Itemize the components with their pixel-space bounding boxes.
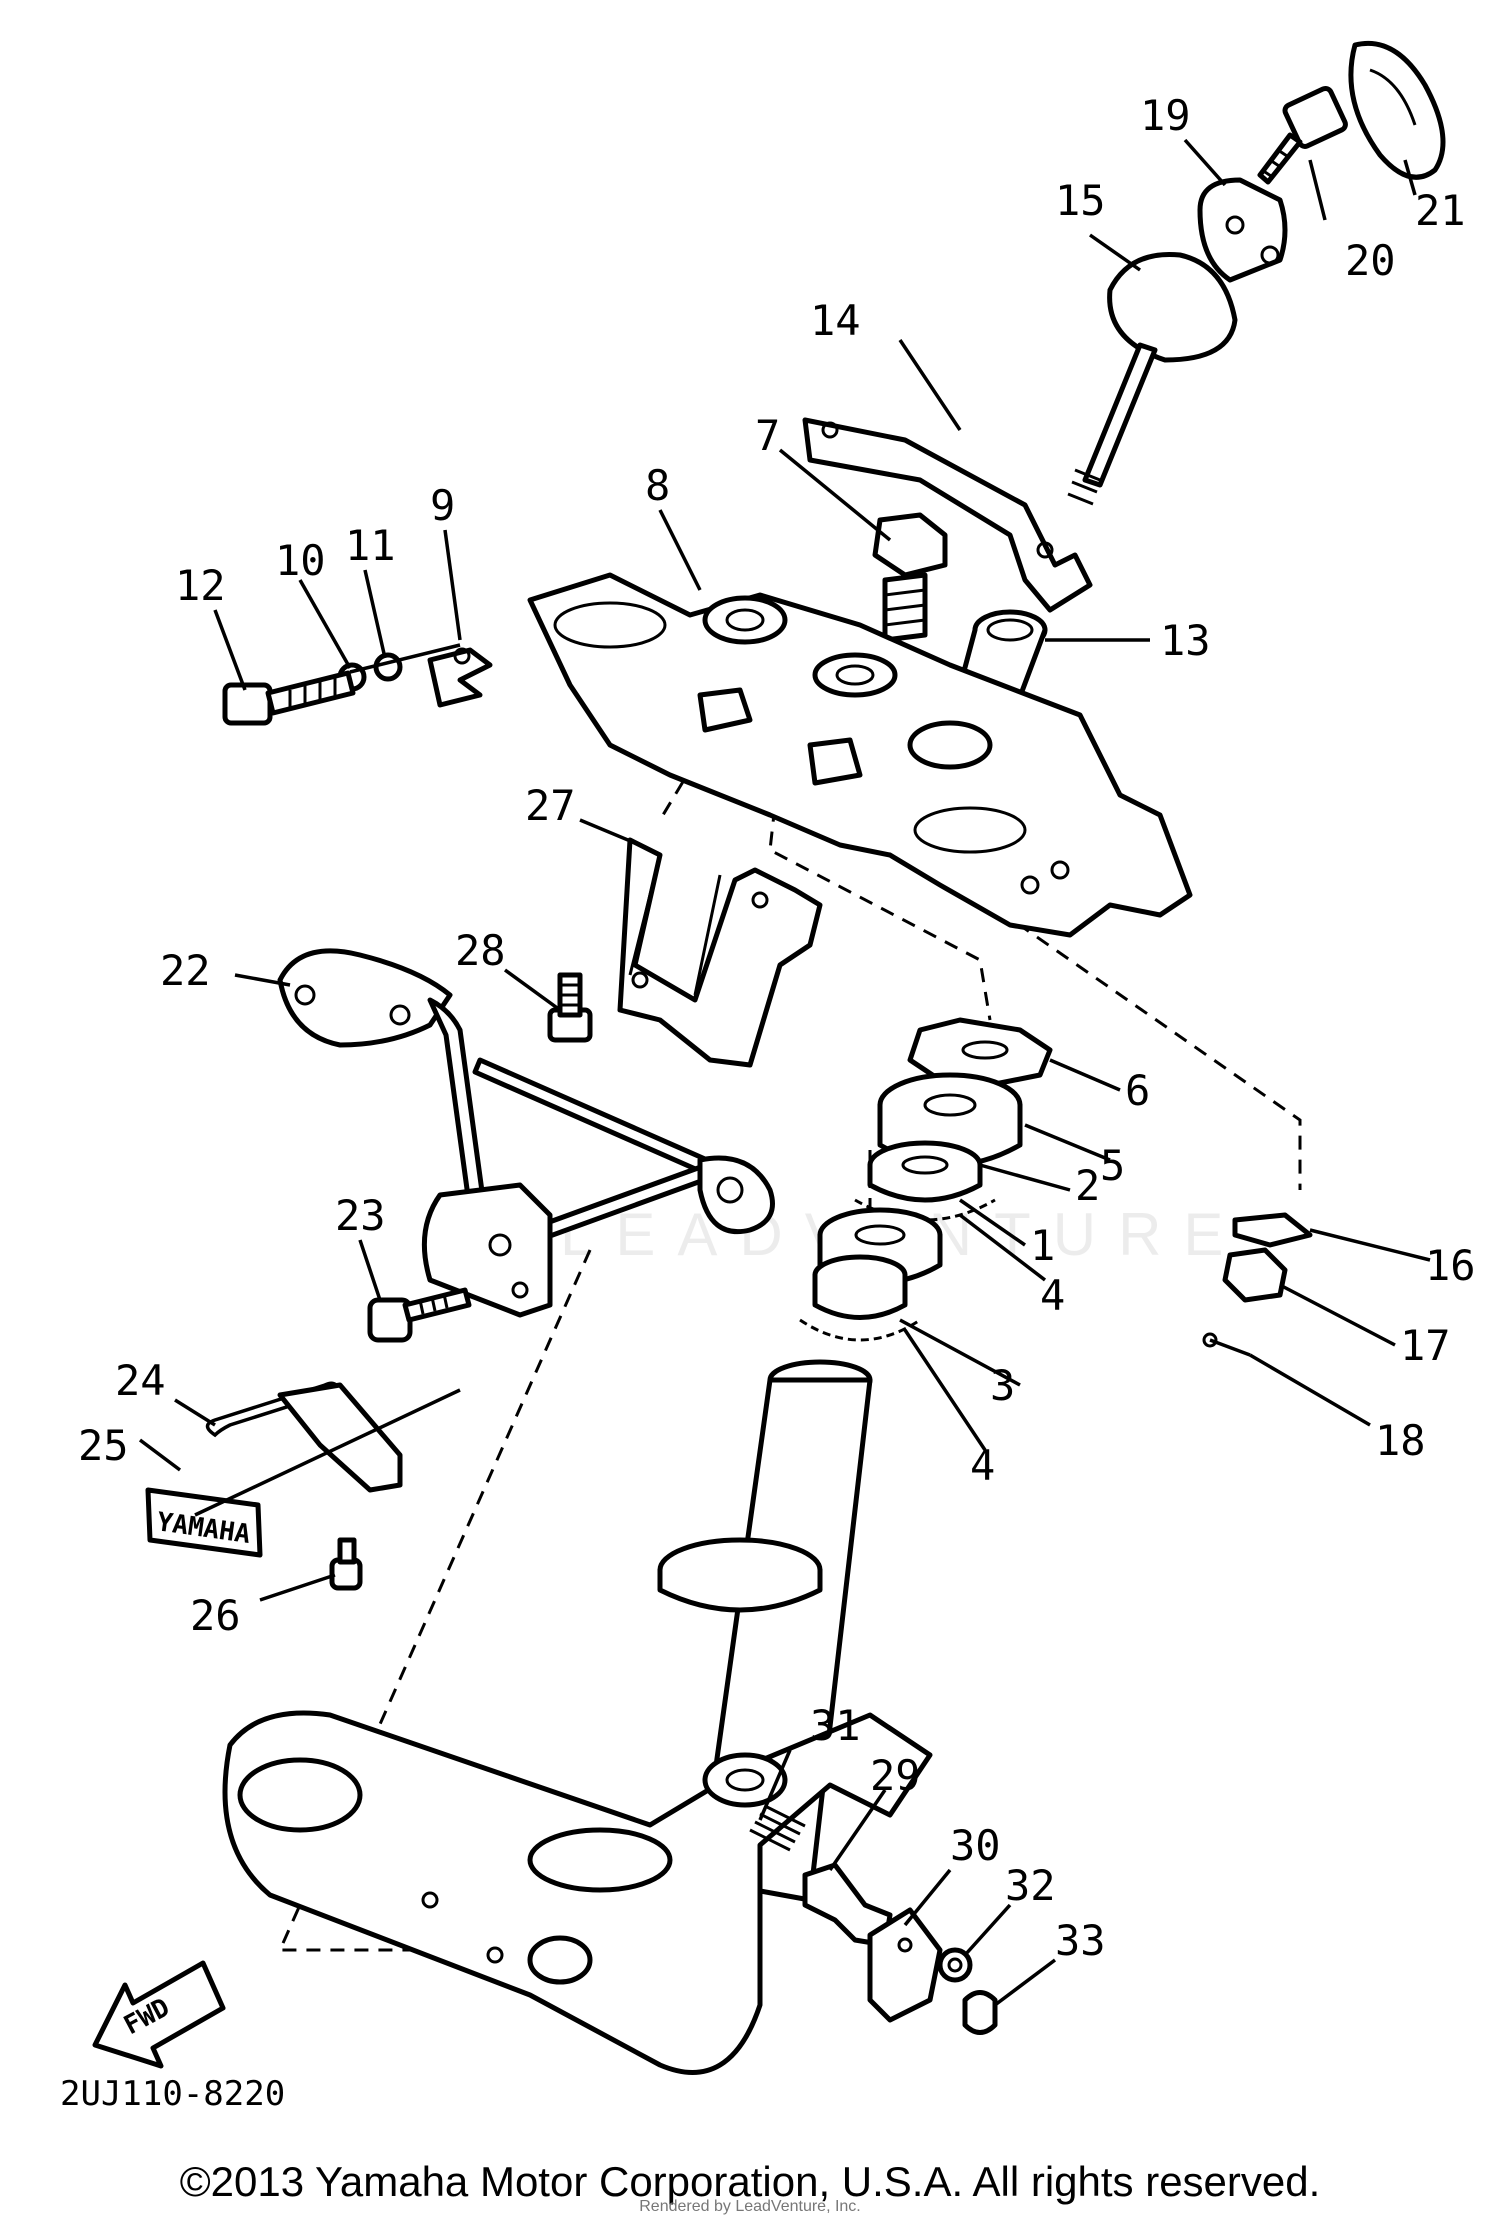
callout-25: 25 bbox=[78, 1421, 129, 1470]
part-32-washer bbox=[937, 1947, 973, 1983]
part-27-bracket bbox=[617, 837, 823, 1068]
part-2-race bbox=[867, 1140, 983, 1203]
part-14-bracket bbox=[802, 417, 1093, 613]
callout-21: 21 bbox=[1415, 186, 1466, 235]
callout-8: 8 bbox=[645, 461, 670, 510]
callout-28: 28 bbox=[455, 926, 506, 975]
callout-26: 26 bbox=[190, 1591, 241, 1640]
callout-1: 1 bbox=[1030, 1221, 1055, 1270]
callout-22: 22 bbox=[160, 946, 211, 995]
part-31-spring bbox=[749, 1804, 806, 1852]
leader-lines bbox=[138, 138, 1431, 2007]
callout-10: 10 bbox=[275, 536, 326, 585]
part-6-locknut bbox=[907, 1017, 1053, 1088]
rendered-by-note: Rendered by LeadVenture, Inc. bbox=[639, 2198, 861, 2215]
lower-bracket-stem bbox=[222, 1359, 933, 2075]
part-18-pin bbox=[1202, 1332, 1251, 1357]
callout-32: 32 bbox=[1005, 1861, 1056, 1910]
callout-5: 5 bbox=[1100, 1141, 1125, 1190]
callout-24: 24 bbox=[115, 1356, 166, 1405]
callout-12: 12 bbox=[175, 561, 226, 610]
callout-6: 6 bbox=[1125, 1066, 1150, 1115]
part-20-bolt bbox=[1257, 85, 1348, 185]
part-28-bolt bbox=[547, 972, 593, 1043]
parts-9-12-hardware bbox=[222, 643, 493, 726]
callout-2: 2 bbox=[1075, 1161, 1100, 1210]
callout-4b: 4 bbox=[970, 1441, 995, 1490]
callout-16: 16 bbox=[1425, 1241, 1476, 1290]
callout-14: 14 bbox=[810, 296, 861, 345]
callout-labels: 1 2 3 4 4 5 6 7 8 9 10 11 12 13 14 15 16… bbox=[78, 91, 1476, 1965]
fwd-arrow: FWD bbox=[92, 1960, 226, 2069]
part-3-race bbox=[812, 1254, 908, 1320]
callout-23: 23 bbox=[335, 1191, 386, 1240]
callout-18: 18 bbox=[1375, 1416, 1426, 1465]
part-33-screw bbox=[962, 1990, 998, 2035]
part-16-washer bbox=[1232, 1212, 1313, 1248]
part-8-upper-bracket bbox=[527, 572, 1193, 938]
callout-33: 33 bbox=[1055, 1916, 1106, 1965]
part-19-holder bbox=[1197, 177, 1288, 283]
part-17-nut bbox=[1222, 1247, 1288, 1303]
part-23-bolt bbox=[367, 1287, 472, 1343]
callout-11: 11 bbox=[345, 521, 396, 570]
callout-31: 31 bbox=[810, 1701, 861, 1750]
callout-20: 20 bbox=[1345, 236, 1396, 285]
callout-4a: 4 bbox=[1040, 1271, 1065, 1320]
callout-15: 15 bbox=[1055, 176, 1106, 225]
callout-19: 19 bbox=[1140, 91, 1191, 140]
part-4-balls-lower bbox=[799, 1318, 921, 1342]
part-21-plate bbox=[1348, 40, 1446, 180]
callout-27: 27 bbox=[525, 781, 576, 830]
copyright-footer: ©2013 Yamaha Motor Corporation, U.S.A. A… bbox=[179, 2158, 1321, 2205]
callout-17: 17 bbox=[1400, 1321, 1451, 1370]
part-15-spindle bbox=[1067, 251, 1238, 506]
part-30-plate bbox=[867, 1907, 943, 2023]
callout-29: 29 bbox=[870, 1751, 921, 1800]
drawing-code: 2UJ110-8220 bbox=[60, 2074, 285, 2114]
callout-3: 3 bbox=[990, 1361, 1015, 1410]
part-26-screw bbox=[329, 1537, 363, 1591]
callout-13: 13 bbox=[1160, 616, 1211, 665]
part-7-nut bbox=[872, 512, 948, 643]
callout-9: 9 bbox=[430, 481, 455, 530]
callout-30: 30 bbox=[950, 1821, 1001, 1870]
part-22-frame bbox=[277, 948, 775, 1318]
callout-7: 7 bbox=[755, 411, 780, 460]
part-25-emblem: YAMAHA bbox=[145, 1382, 403, 1558]
